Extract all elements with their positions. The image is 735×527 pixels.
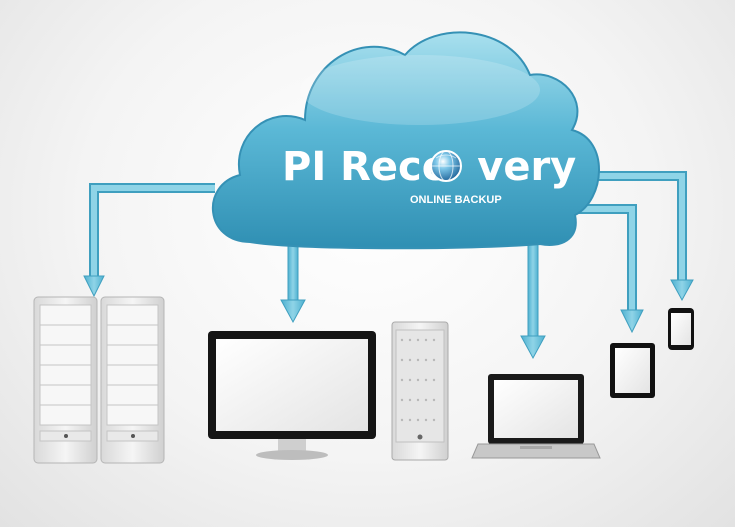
tablet	[610, 343, 655, 398]
cloud	[212, 31, 600, 250]
smartphone	[668, 308, 694, 350]
arrow-to-laptop	[520, 227, 546, 360]
desktop-monitor	[208, 331, 376, 460]
arrow-to-servers	[83, 183, 215, 298]
laptop	[471, 374, 601, 459]
server-rack-right	[100, 296, 165, 464]
tower-computer	[391, 321, 449, 461]
brand-logo: PI Reco very ONLINE BACKUP	[282, 144, 576, 206]
brand-subtitle: ONLINE BACKUP	[410, 194, 502, 206]
arrow-to-monitor	[280, 237, 306, 324]
globe-icon	[430, 150, 462, 182]
arrow-to-phone	[575, 171, 694, 302]
server-rack-left	[33, 296, 98, 464]
brand-title-part2: very	[477, 144, 576, 190]
brand-title-part1: PI Reco	[282, 144, 449, 190]
